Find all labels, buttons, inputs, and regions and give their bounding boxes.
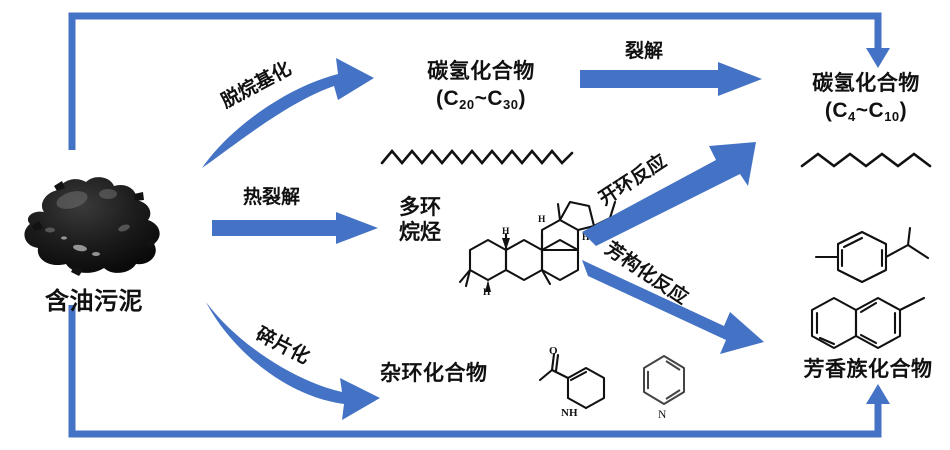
arrow-label-thermal-cracking: 热裂解: [243, 187, 301, 208]
structure-hopane: H H H H H: [458, 200, 618, 298]
atom-label-h: H: [483, 288, 491, 298]
arrow-ring-opening: [582, 142, 756, 246]
range-sub-start: 20: [459, 97, 475, 113]
node-hydrocarbon-heavy-title: 碳氢化合物: [427, 60, 535, 83]
range-open: (C: [824, 99, 849, 123]
structure-pyridine: N: [643, 355, 685, 421]
node-hydrocarbon-light-title: 碳氢化合物: [812, 72, 920, 95]
atom-label-h: H: [538, 215, 546, 225]
node-hydrocarbon-light-range: (C4~C10): [782, 99, 950, 125]
node-hydrocarbon-light: 碳氢化合物 (C4~C10): [782, 72, 950, 125]
arrow-dealkylation: [202, 58, 374, 168]
node-polycyclic-line1: 多环: [399, 196, 441, 219]
range-mid: ~C: [474, 87, 504, 111]
structure-p-cymene: [814, 226, 930, 284]
arrow-label-cracking: 裂解: [625, 41, 664, 62]
atom-label-nh: NH: [561, 407, 578, 419]
node-hydrocarbon-heavy-range: (C20~C30): [378, 87, 584, 113]
oily-sludge-image: [14, 168, 174, 283]
node-aromatic-label: 芳香族化合物: [803, 358, 933, 381]
range-close: ): [518, 87, 527, 111]
source-label: 含油污泥: [45, 288, 143, 315]
range-mid: ~C: [855, 99, 885, 123]
arrow-thermal-cracking: [212, 212, 378, 244]
structure-short-chain-alkane: [800, 152, 932, 168]
structure-long-chain-alkane: [380, 148, 574, 166]
node-polycyclic-alkane-label: 多环 烷烃: [380, 196, 460, 246]
structure-acetyl-tetrahydropyridine: O NH: [538, 345, 606, 419]
arrow-cracking: [580, 62, 762, 96]
atom-label-h: H: [582, 233, 590, 243]
atom-label-h: H: [502, 227, 510, 237]
structure-methylnaphthalene: [810, 296, 926, 350]
range-sub-end: 30: [503, 97, 519, 113]
range-sub-start: 4: [848, 109, 856, 125]
node-heterocyclic-label: 杂环化合物: [380, 362, 488, 385]
arrow-aromatization: [582, 260, 764, 354]
range-sub-end: 10: [884, 109, 900, 125]
node-polycyclic-line2: 烷烃: [399, 220, 441, 244]
atom-label-o: O: [549, 345, 558, 357]
node-hydrocarbon-heavy: 碳氢化合物 (C20~C30): [378, 60, 584, 113]
atom-label-n: N: [658, 409, 667, 421]
range-open: (C: [435, 87, 460, 111]
range-close: ): [899, 99, 908, 123]
